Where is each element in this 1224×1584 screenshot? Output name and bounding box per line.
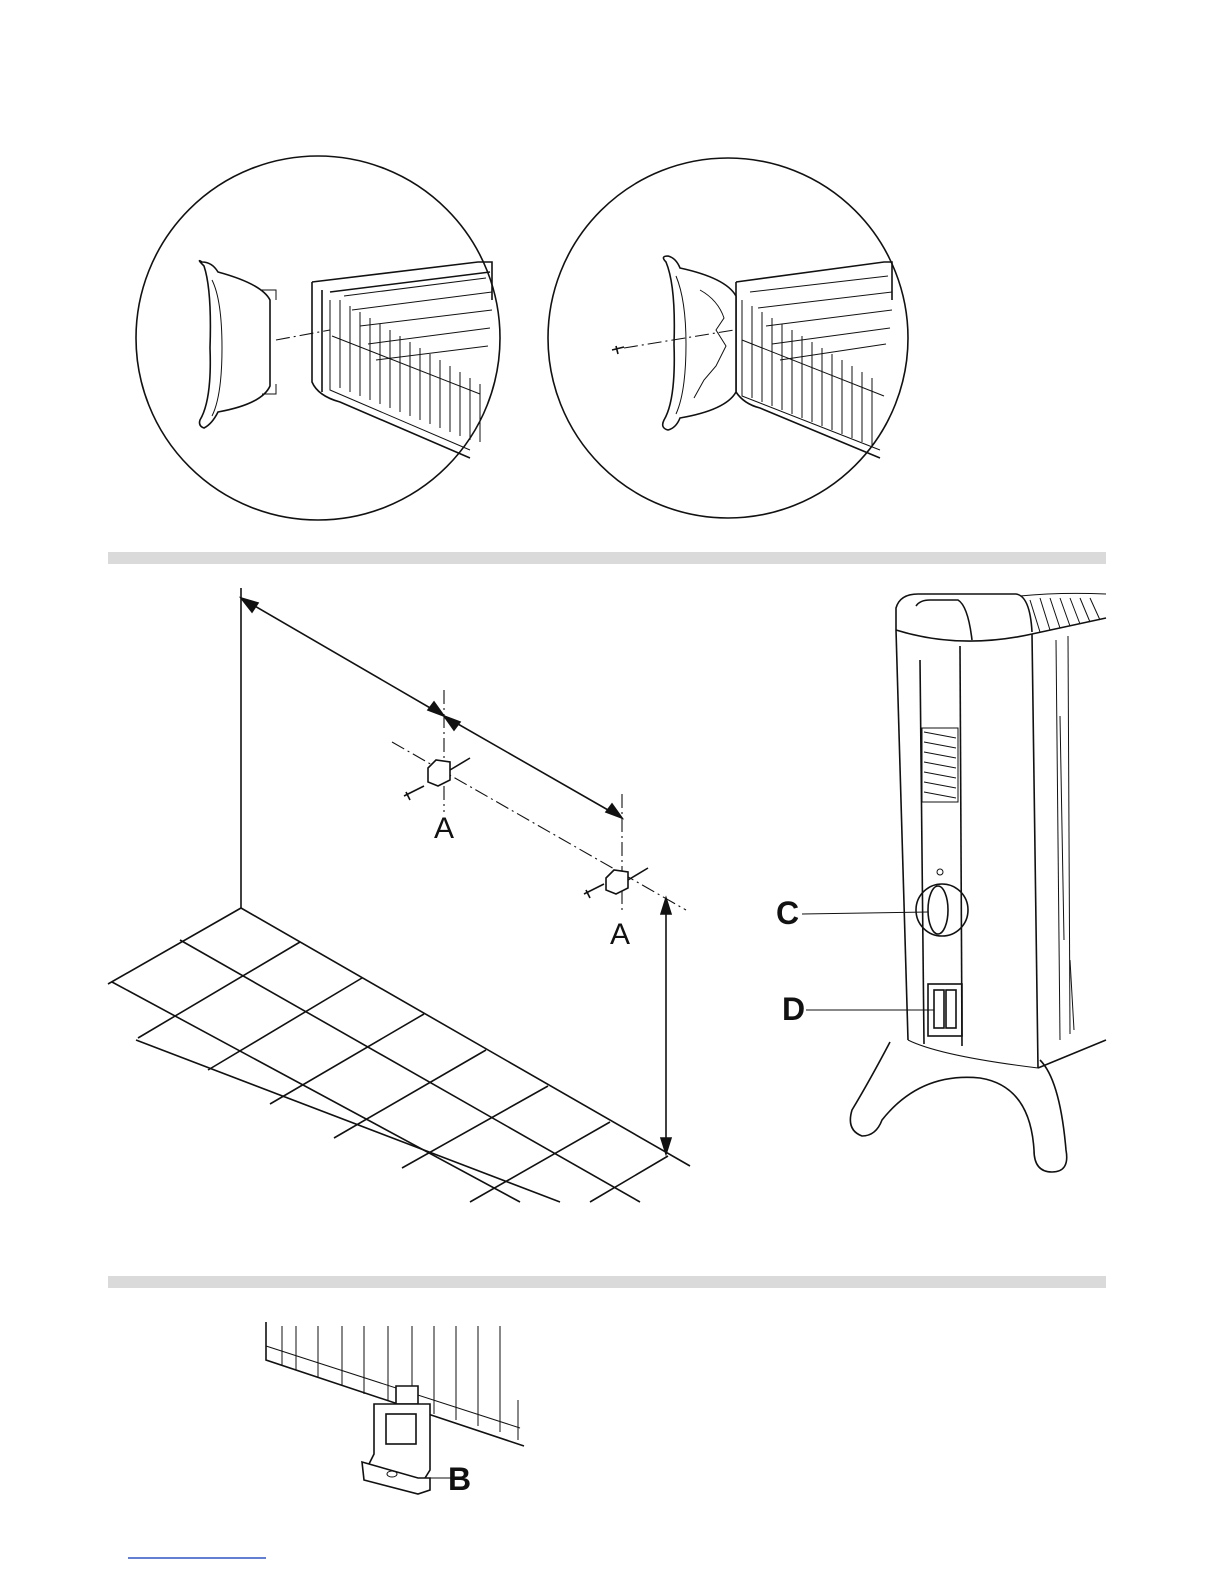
label-d: D — [782, 991, 805, 1027]
floor-grid — [108, 908, 690, 1202]
label-a-right: A — [610, 918, 630, 951]
section-separator-1 — [108, 552, 1106, 564]
label-b: B — [448, 1461, 471, 1497]
vent-slots — [922, 728, 958, 802]
thermostat-knob — [916, 869, 968, 936]
bracket-b-detail: B — [266, 1322, 524, 1497]
label-c: C — [776, 895, 799, 931]
detail-circle-right — [548, 158, 908, 518]
heater-side-view: C D — [776, 593, 1106, 1172]
wall-mounting-diagram: A A — [108, 588, 690, 1202]
section-separator-2 — [108, 1276, 1106, 1288]
detail-circle-left — [136, 156, 500, 520]
label-a-left: A — [434, 812, 454, 845]
height-dimension — [661, 898, 671, 1154]
bracket-a-left — [404, 758, 470, 800]
distance-dimension — [241, 598, 622, 818]
